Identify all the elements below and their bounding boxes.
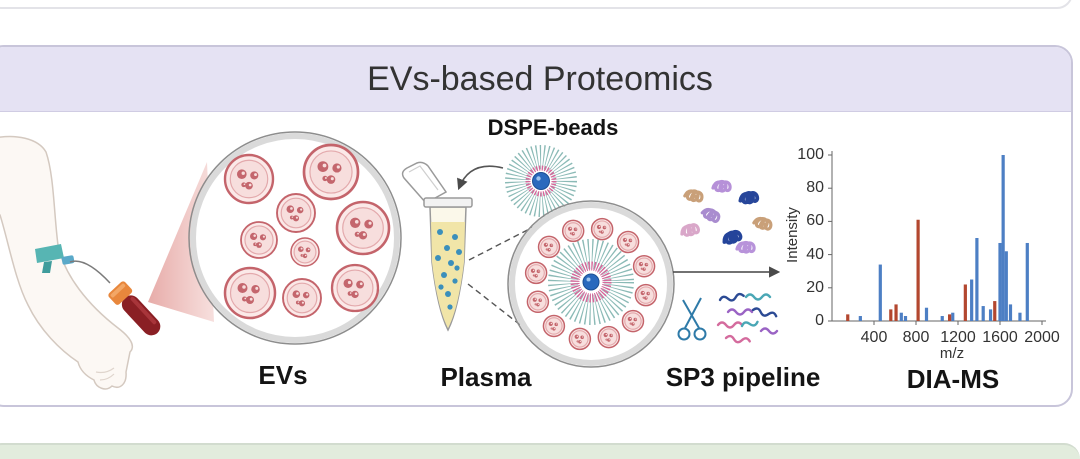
dspe-beads-label: DSPE-beads xyxy=(487,115,619,140)
x-tick-label: 2000 xyxy=(1024,329,1060,346)
spectrum-bar xyxy=(924,307,929,321)
spectrum-bar xyxy=(975,238,979,321)
needle-line xyxy=(61,255,111,284)
extracellular-vesicle-icon xyxy=(282,278,322,318)
x-tick-label: 800 xyxy=(902,329,930,346)
scissors-icon xyxy=(677,297,707,341)
extracellular-vesicle-icon xyxy=(526,290,550,314)
spectrum-bar xyxy=(998,242,1002,321)
curved-arrow-icon xyxy=(457,165,504,191)
spectrum-bar xyxy=(993,301,997,321)
x-tick-label: 400 xyxy=(860,329,888,346)
extracellular-vesicle-icon xyxy=(290,237,320,267)
spectrum-bar xyxy=(951,312,955,321)
mass-spectrum-chart xyxy=(828,151,1046,325)
x-axis-title: m/z xyxy=(939,345,965,362)
spectrum-bar xyxy=(1001,155,1005,321)
extracellular-vesicle-icon xyxy=(335,200,391,256)
spectrum-bar xyxy=(988,309,993,321)
extracellular-vesicle-icon xyxy=(621,309,645,333)
microcentrifuge-tube-icon xyxy=(401,161,473,332)
spectrum-bar xyxy=(1018,312,1022,321)
dia-ms-label: DIA-MS xyxy=(906,364,1000,394)
peptide-fragments-icon xyxy=(716,292,779,344)
spectrum-bar xyxy=(878,264,882,321)
spectrum-bar xyxy=(981,306,985,321)
spectrum-bar xyxy=(1004,251,1008,321)
dspe-bead-icon xyxy=(505,145,577,217)
x-tick-label: 1200 xyxy=(940,329,976,346)
spectrum-bar xyxy=(940,316,944,321)
y-tick-label: 60 xyxy=(806,212,824,230)
extracellular-vesicle-icon xyxy=(223,153,275,205)
y-tick-label: 0 xyxy=(815,312,824,329)
spectrum-bar xyxy=(903,316,908,321)
protein-cluster-icon xyxy=(680,179,773,254)
spectrum-bar xyxy=(858,316,862,321)
panel-header xyxy=(0,47,1071,112)
extracellular-vesicle-icon xyxy=(590,217,614,241)
spectrum-bar xyxy=(894,304,898,321)
extracellular-vesicle-icon xyxy=(632,254,656,278)
plasma-label: Plasma xyxy=(440,362,532,392)
spectrum-bar xyxy=(963,284,967,321)
page-title: EVs-based Proteomics xyxy=(367,60,713,98)
spectrum-bar xyxy=(846,314,850,321)
y-tick-label: 100 xyxy=(797,146,824,163)
spectrum-bar xyxy=(916,219,920,321)
plasma-particles xyxy=(435,229,462,310)
spectrum-bar xyxy=(889,309,893,321)
next-panel-edge xyxy=(0,443,1080,459)
blood-collection-tube-icon xyxy=(108,281,161,336)
spectrum-bar xyxy=(970,279,974,321)
extracellular-vesicle-icon xyxy=(223,266,277,320)
arm-icon xyxy=(0,135,134,390)
extracellular-vesicle-icon xyxy=(330,263,380,313)
extracellular-vesicle-icon xyxy=(537,235,561,259)
zoom-dashed-line xyxy=(468,221,544,261)
extracellular-vesicle-icon xyxy=(302,143,360,201)
extracellular-vesicle-icon xyxy=(568,327,592,351)
spectrum-bar xyxy=(1025,242,1029,321)
bead-capture-view xyxy=(507,200,675,368)
x-tick-label: 1600 xyxy=(982,329,1018,346)
extracellular-vesicle-icon xyxy=(524,261,548,285)
extracellular-vesicle-icon xyxy=(276,193,316,233)
extracellular-vesicle-icon xyxy=(597,325,621,349)
ev-magnified-view xyxy=(188,131,402,345)
spectrum-bar xyxy=(899,312,903,321)
tourniquet-icon xyxy=(35,244,64,273)
sp3-pipeline-label: SP3 pipeline xyxy=(665,362,821,392)
extracellular-vesicle-icon xyxy=(542,314,566,338)
y-tick-label: 80 xyxy=(806,179,824,197)
y-tick-label: 40 xyxy=(806,245,824,263)
extracellular-vesicle-icon xyxy=(634,283,658,307)
spectrum-bar xyxy=(1008,304,1013,321)
y-tick-label: 20 xyxy=(806,278,824,296)
evs-label: EVs xyxy=(258,360,308,390)
spectrum-bar xyxy=(948,314,952,321)
extracellular-vesicle-icon xyxy=(561,219,585,243)
extracellular-vesicle-icon xyxy=(616,230,640,254)
extracellular-vesicle-icon xyxy=(240,221,278,259)
